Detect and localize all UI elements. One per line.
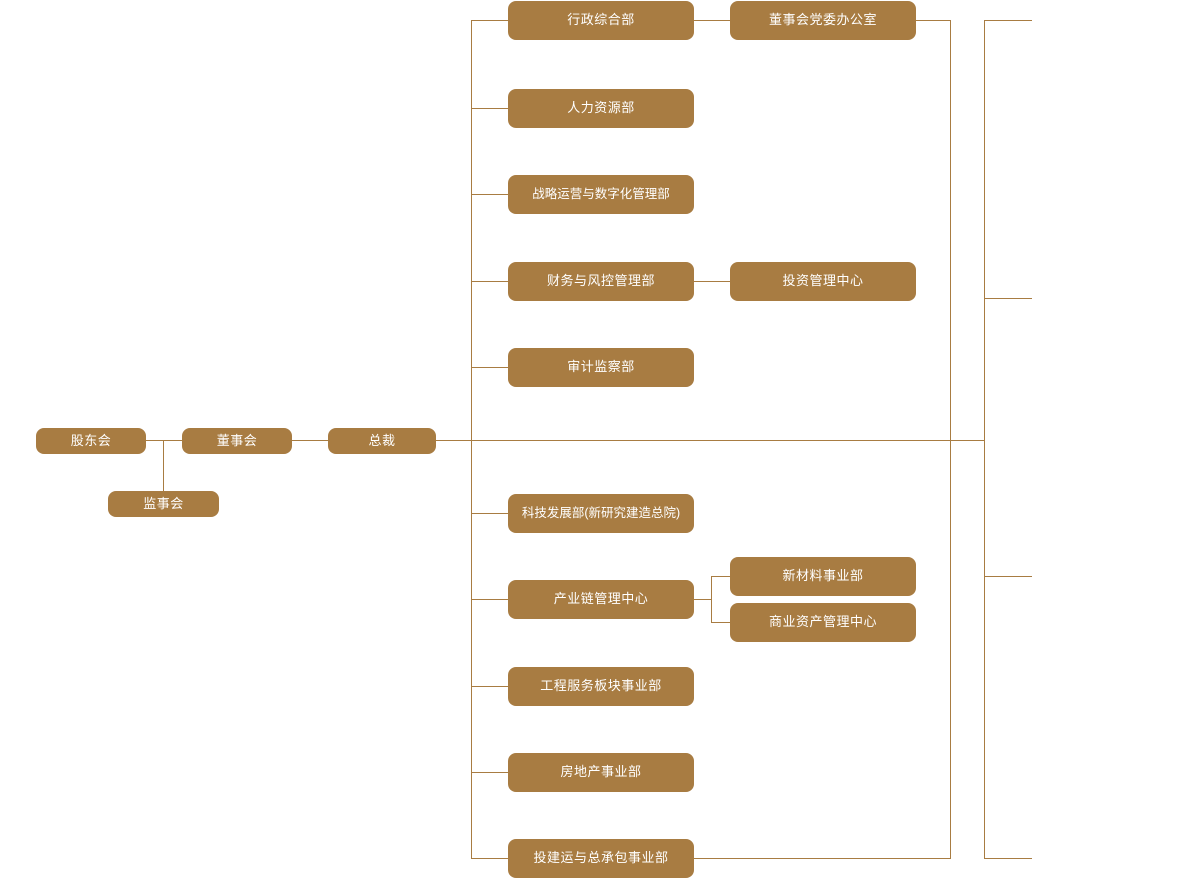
node-department-0[interactable]: 行政综合部 (508, 1, 694, 40)
connector-stub-engineering (471, 686, 509, 687)
node-department-4[interactable]: 审计监察部 (508, 348, 694, 387)
connector-stub-admin (471, 20, 509, 21)
outer-bracket-tick-lower-mid (984, 576, 1032, 577)
connector-stub-audit (471, 367, 509, 368)
node-board-of-directors[interactable]: 董事会 (182, 428, 292, 454)
outer-bracket-tick-top (984, 20, 1032, 21)
connector-shareholders-to-board (146, 440, 182, 441)
node-new-materials-division[interactable]: 新材料事业部 (730, 557, 916, 596)
node-division-1[interactable]: 产业链管理中心 (508, 580, 694, 619)
node-president[interactable]: 总裁 (328, 428, 436, 454)
connector-industry-chain-bracket (711, 576, 712, 623)
node-division-0[interactable]: 科技发展部(新研究建造总院) (508, 494, 694, 533)
connector-admin-to-party-office (694, 20, 731, 21)
connector-supervisory-drop (163, 440, 164, 504)
connector-stub-strategy (471, 194, 509, 195)
node-division-2[interactable]: 工程服务板块事业部 (508, 667, 694, 706)
node-department-3[interactable]: 财务与风控管理部 (508, 262, 694, 301)
node-board-party-office[interactable]: 董事会党委办公室 (730, 1, 916, 40)
outer-bracket-tick-upper-mid (984, 298, 1032, 299)
connector-president-to-trunk (436, 440, 984, 441)
node-commercial-asset-center[interactable]: 商业资产管理中心 (730, 603, 916, 642)
connector-epc-to-inner-bracket (694, 858, 951, 859)
connector-industry-chain-out (694, 599, 712, 600)
main-trunk-line (471, 20, 472, 859)
connector-stub-industry-chain (471, 599, 509, 600)
outer-bracket-tick-bottom (984, 858, 1032, 859)
node-department-2[interactable]: 战略运营与数字化管理部 (508, 175, 694, 214)
node-division-4[interactable]: 投建运与总承包事业部 (508, 839, 694, 878)
connector-stub-tech (471, 513, 509, 514)
connector-bracket-to-new-materials (711, 576, 731, 577)
node-shareholders-meeting[interactable]: 股东会 (36, 428, 146, 454)
connector-stub-hr (471, 108, 509, 109)
connector-finance-to-investment (694, 281, 731, 282)
connector-board-to-president (292, 440, 328, 441)
connector-party-office-to-inner-bracket (916, 20, 951, 21)
outer-bracket-line (984, 20, 985, 859)
node-supervisory-board[interactable]: 监事会 (108, 491, 219, 517)
node-division-3[interactable]: 房地产事业部 (508, 753, 694, 792)
node-department-1[interactable]: 人力资源部 (508, 89, 694, 128)
inner-bracket-line (950, 20, 951, 859)
connector-stub-epc (471, 858, 509, 859)
connector-stub-realestate (471, 772, 509, 773)
node-investment-center[interactable]: 投资管理中心 (730, 262, 916, 301)
connector-bracket-to-commercial-asset (711, 622, 731, 623)
connector-stub-finance (471, 281, 509, 282)
